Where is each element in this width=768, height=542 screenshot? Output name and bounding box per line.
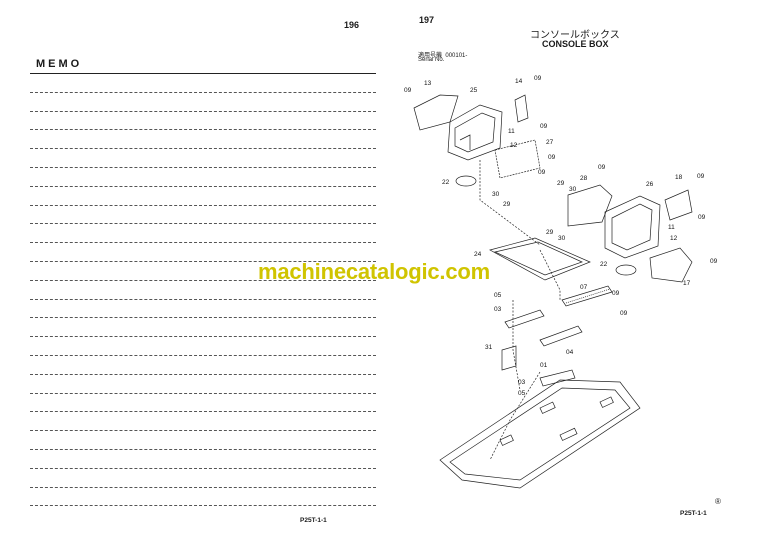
part-label: 13 (424, 80, 432, 87)
part-label: 11 (508, 128, 515, 135)
part-label: 29 (557, 180, 565, 187)
memo-rule-top (30, 73, 376, 74)
part-label: 30 (558, 235, 566, 242)
part-label: 22 (600, 261, 608, 268)
plate-18 (664, 189, 693, 221)
right-console-box-inner (611, 203, 653, 251)
part-label: 09 (710, 258, 718, 265)
part-label: 09 (620, 310, 628, 317)
part-label: 30 (492, 191, 500, 198)
part-label: 05 (494, 292, 502, 299)
title-english: CONSOLE BOX (542, 39, 609, 49)
memo-rule-line (30, 112, 376, 131)
part-label: 09 (548, 154, 556, 161)
memo-rule-line (30, 318, 376, 338)
part-label: 29 (503, 201, 511, 208)
part-label: 31 (485, 344, 493, 351)
rail-07 (561, 285, 613, 307)
left-page-number: 196 (344, 20, 360, 30)
memo-rule-line (30, 93, 376, 112)
cover-28 (567, 184, 613, 227)
part-label: 07 (580, 284, 588, 291)
part-label: 26 (646, 181, 654, 188)
floor-plate (439, 379, 641, 489)
part-label: 30 (569, 186, 577, 193)
memo-rule-line (30, 187, 376, 206)
exploded-parts-diagram: 13 09 25 14 09 11 12 09 27 09 22 30 29 0… (404, 75, 718, 489)
cover-27 (494, 139, 541, 179)
watermark-text: machinecatalogic.com (258, 259, 490, 284)
part-label: 09 (540, 123, 548, 130)
cover-17 (649, 247, 693, 283)
registered-mark: ® (715, 497, 721, 506)
part-label: 09 (404, 87, 412, 94)
serial-label-jp-text: 適用号機 (418, 53, 443, 59)
plate-14 (514, 94, 529, 123)
part-label: 09 (612, 290, 620, 297)
right-page-number: 197 (419, 15, 435, 25)
rail-04 (539, 325, 583, 347)
right-console-box-outline (604, 195, 661, 259)
memo-title: MEMO (36, 58, 83, 70)
memo-rule-line (30, 431, 376, 450)
serial-value: 000101- (445, 53, 468, 59)
part-label: 25 (470, 87, 478, 94)
part-31 (501, 345, 517, 371)
part-label: 22 (442, 179, 450, 186)
part-label: 09 (697, 173, 705, 180)
right-footer-code: P25T-1-1 (680, 510, 707, 517)
rail-03 (504, 309, 545, 329)
left-console-box-outline (447, 104, 503, 161)
left-console-box-inner (454, 112, 496, 153)
part-label: 09 (598, 164, 606, 171)
serial-label-en: Serial No. (418, 57, 445, 63)
memo-rule-line (30, 149, 376, 168)
memo-rule-line (30, 224, 376, 244)
memo-rule-line (30, 300, 376, 319)
part-label: 03 (494, 306, 502, 313)
part-label: 11 (668, 224, 675, 231)
title-japanese: コンソールボックス (530, 30, 620, 41)
part-label: 24 (474, 251, 482, 258)
part-label: 05 (518, 390, 526, 397)
cover-13 (413, 94, 459, 131)
serial-label-jp: 適用号機 000101- (418, 50, 467, 59)
left-footer-code: P25T-1-1 (300, 517, 327, 524)
memo-rule-line (30, 74, 376, 93)
part-label: 12 (670, 235, 678, 242)
part-label: 01 (540, 362, 548, 369)
memo-rule-line (30, 469, 376, 488)
memo-rule-line (30, 130, 376, 150)
memo-rule-line (30, 168, 376, 187)
memo-lines (30, 73, 376, 507)
part-label: 27 (546, 139, 554, 146)
part-label: 09 (538, 169, 546, 176)
part-label: 12 (510, 142, 518, 149)
memo-rule-line (30, 375, 376, 394)
memo-rule-line (30, 450, 376, 469)
memo-rule-line (30, 281, 376, 300)
part-label: 14 (515, 78, 523, 85)
part-labels: 13 09 25 14 09 11 12 09 27 09 22 30 29 0… (404, 75, 718, 397)
part-label: 18 (675, 174, 683, 181)
pad-22-left (455, 175, 477, 187)
memo-rule-line (30, 262, 376, 281)
memo-rule-line (30, 412, 376, 432)
memo-rule-line (30, 356, 376, 375)
part-label: 09 (534, 75, 542, 82)
part-label: 29 (546, 229, 554, 236)
memo-rule-line (30, 243, 376, 262)
pad-22-right (615, 264, 637, 276)
memo-rule-line (30, 488, 376, 507)
part-label: 04 (566, 349, 574, 356)
part-01 (539, 369, 576, 387)
bracket-24 (489, 237, 591, 281)
memo-rule-line (30, 337, 376, 356)
memo-rule-line (30, 394, 376, 413)
part-label: 03 (518, 379, 526, 386)
part-label: 17 (683, 280, 691, 287)
memo-rule-line (30, 206, 376, 225)
part-label: 28 (580, 175, 588, 182)
part-label: 09 (698, 214, 706, 221)
